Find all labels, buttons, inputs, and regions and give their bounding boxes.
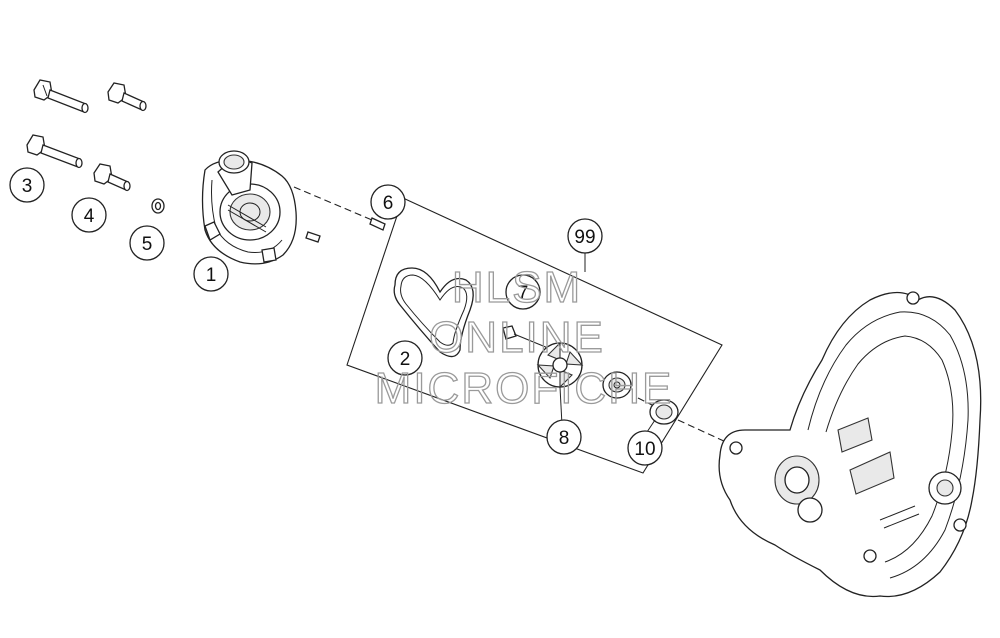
callout-label-4: 4: [84, 206, 95, 227]
callout-2[interactable]: 2: [387, 340, 423, 376]
dowel-pin[interactable]: [305, 231, 321, 243]
bolt-short-bottom[interactable]: [93, 163, 131, 192]
callout-4[interactable]: 4: [71, 197, 107, 233]
callout-6[interactable]: 6: [370, 184, 406, 220]
callout-10[interactable]: 10: [627, 430, 663, 466]
callout-8[interactable]: 8: [546, 419, 582, 455]
callout-99[interactable]: 99: [567, 218, 603, 254]
callout-1[interactable]: 1: [193, 256, 229, 292]
impeller-screw[interactable]: [502, 325, 549, 349]
callout-label-6: 6: [383, 193, 394, 214]
clutch-cover[interactable]: [718, 291, 982, 598]
bolt-short-top[interactable]: [107, 82, 147, 112]
watermark-line-2: ONLINE: [429, 313, 605, 362]
seal-ring[interactable]: [151, 198, 165, 214]
bolt-long-top[interactable]: [33, 79, 89, 114]
impeller[interactable]: [536, 341, 584, 426]
pin-6[interactable]: [369, 217, 386, 231]
callout-label-1: 1: [206, 265, 217, 286]
callout-7[interactable]: 7: [505, 274, 541, 310]
watermark-line-3: MICROFICHE: [375, 364, 674, 413]
callout-label-2: 2: [400, 349, 411, 370]
callout-label-3: 3: [22, 176, 33, 197]
gasket[interactable]: [393, 267, 474, 358]
bolt-long-bottom[interactable]: [26, 134, 83, 169]
callout-label-5: 5: [142, 234, 153, 255]
watermark-line-1: HLSM: [452, 263, 582, 312]
callout-3[interactable]: 3: [9, 167, 45, 203]
shaft-seal[interactable]: [602, 371, 632, 399]
watermark: HLSM ONLINE MICROFICHE: [374, 262, 674, 413]
callout-label-8: 8: [559, 428, 570, 449]
water-pump-cover[interactable]: [201, 150, 297, 265]
guide-line-axis: [637, 397, 727, 443]
oil-seal[interactable]: [649, 399, 679, 425]
callout-label-10: 10: [634, 439, 655, 460]
guide-line-6: [293, 186, 373, 221]
callout-label-7: 7: [518, 283, 529, 304]
kit-frame: [346, 197, 723, 474]
callout-label-99: 99: [574, 227, 595, 248]
leader-10: [646, 419, 656, 433]
callout-5[interactable]: 5: [129, 225, 165, 261]
